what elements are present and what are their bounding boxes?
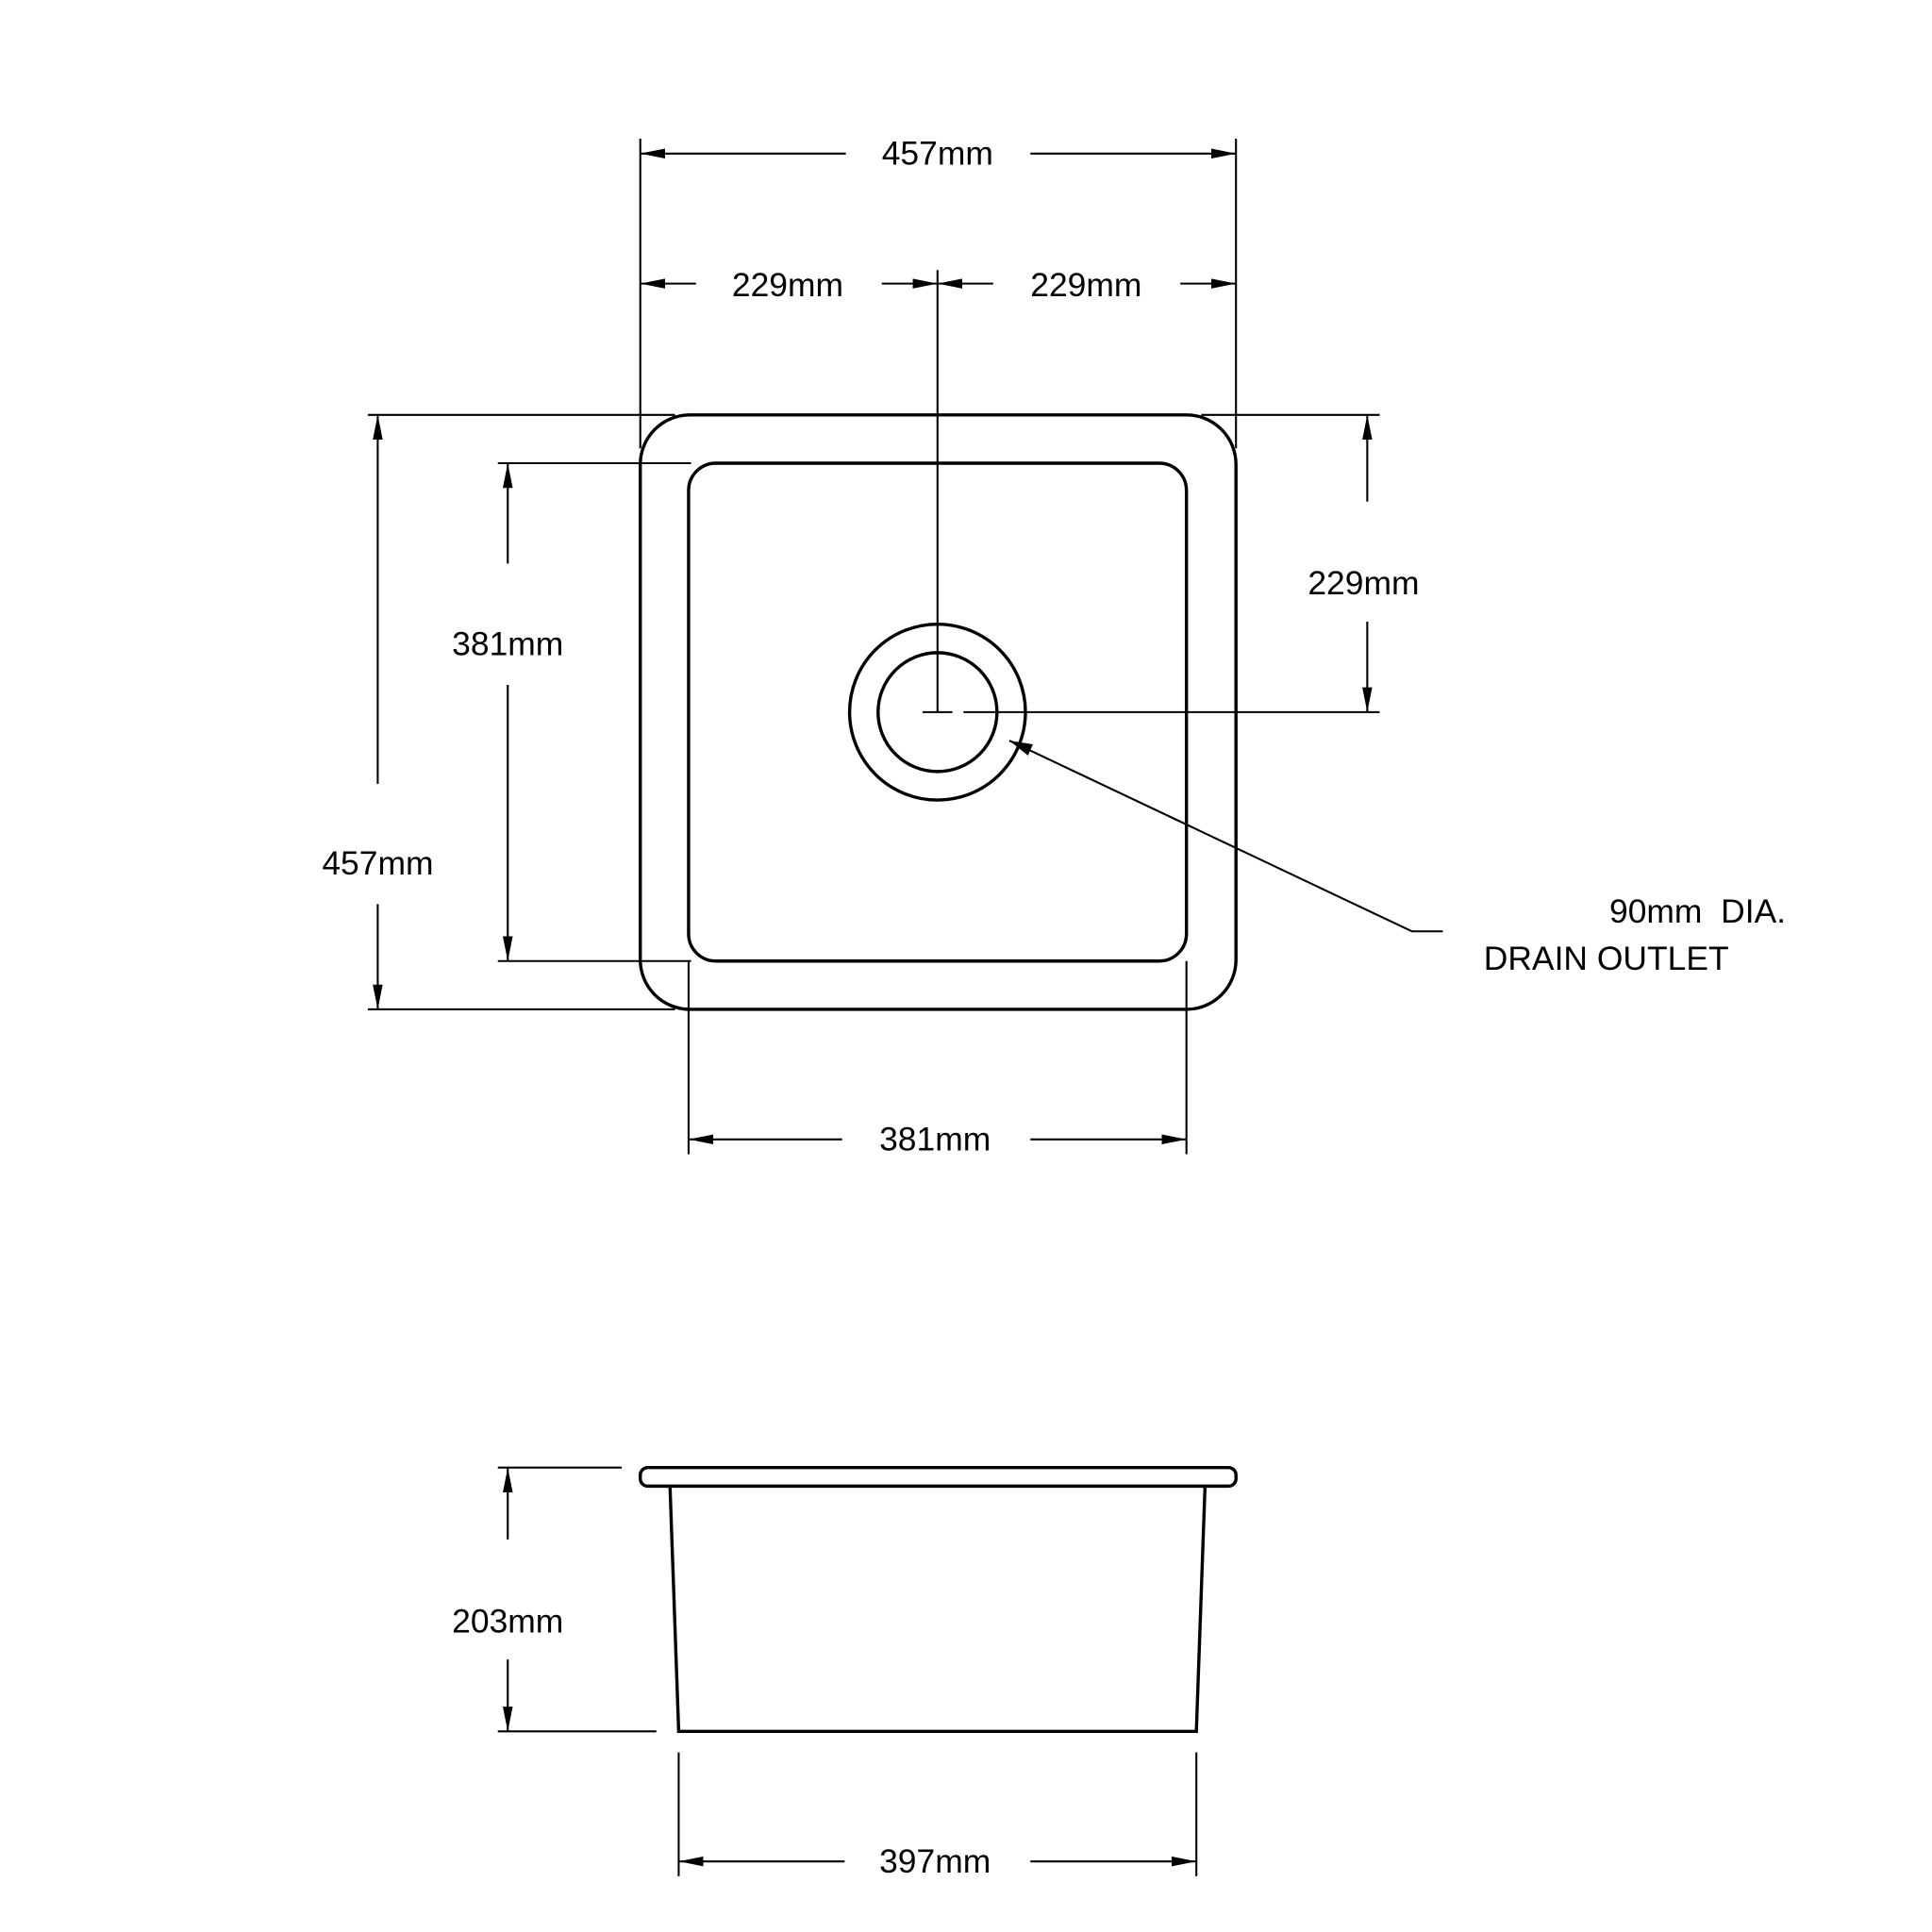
dimension-label: 229mm <box>1030 266 1141 304</box>
dimension-label: 203mm <box>452 1602 563 1640</box>
sink-body <box>668 1486 1208 1734</box>
dimension-inner-length: 381mm <box>452 461 691 962</box>
drain-callout: 90mm DIA. DRAIN OUTLET <box>1008 740 1786 977</box>
dimension-label: 381mm <box>879 1121 991 1158</box>
dimension-base-width: 397mm <box>677 1752 1198 1880</box>
plan-view: 457mm 229mm 229mm 457mm 381mm <box>322 135 1786 1158</box>
dimension-half-widths: 229mm 229mm <box>640 266 1237 712</box>
drain-label-line2: DRAIN OUTLET <box>1484 940 1729 977</box>
dimension-inner-width: 381mm <box>687 960 1188 1158</box>
dimension-overall-length: 457mm <box>322 413 675 1010</box>
drain-label-line1: 90mm DIA. <box>1609 892 1786 930</box>
dimension-label: 229mm <box>1307 564 1419 602</box>
dimension-label: 229mm <box>732 266 843 304</box>
dimension-label: 457mm <box>882 135 993 173</box>
dimension-drain-offset: 229mm <box>963 413 1420 713</box>
side-view: 203mm 397mm <box>452 1465 1238 1880</box>
dimension-depth: 203mm <box>452 1466 657 1733</box>
dimension-label: 457mm <box>322 844 433 882</box>
dimension-label: 381mm <box>452 625 563 662</box>
dimension-overall-width: 457mm <box>639 135 1238 449</box>
sink-rim <box>639 1465 1238 1489</box>
dimension-label: 397mm <box>879 1842 991 1880</box>
